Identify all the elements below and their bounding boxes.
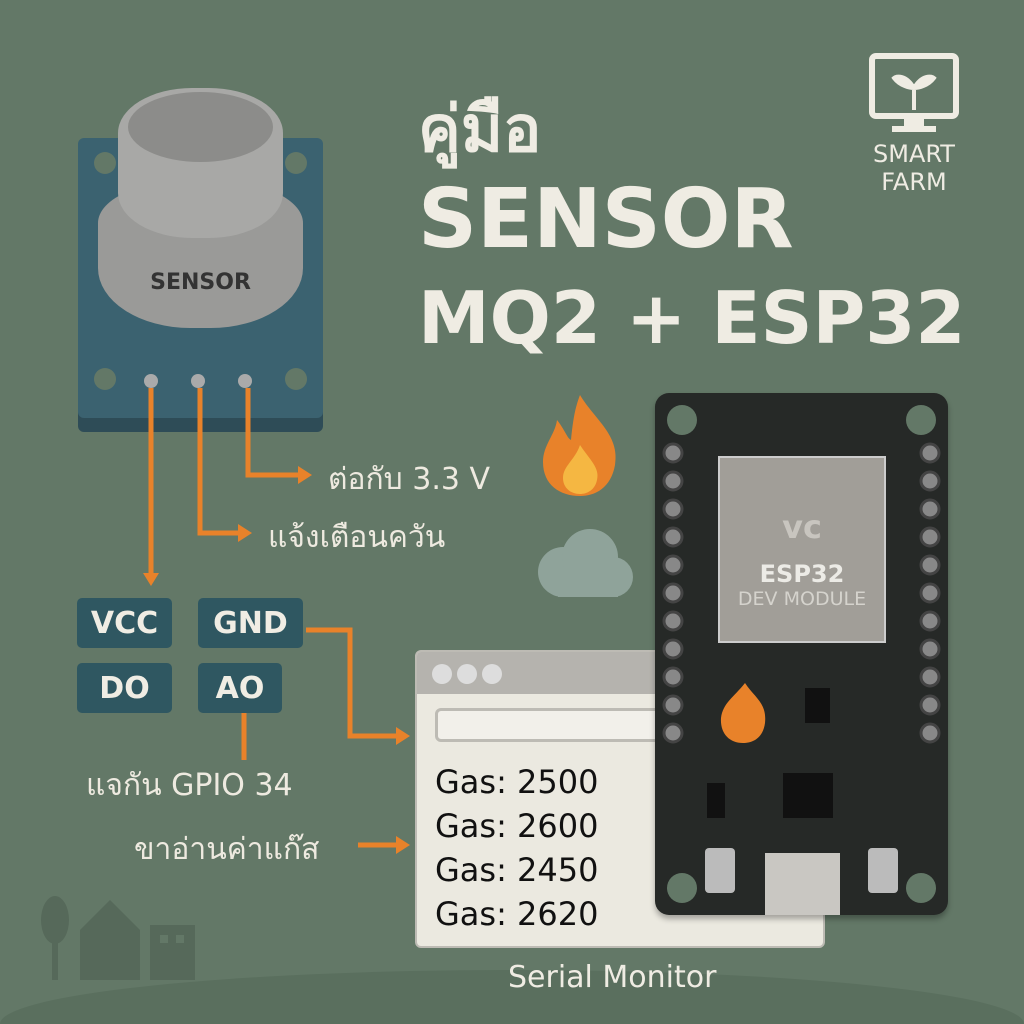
window-dot-icon[interactable] [482, 664, 502, 684]
esp32-board: vc ESP32 DEV MODULE [655, 393, 948, 915]
title-mq2-esp32: MQ2 + ESP32 [418, 276, 966, 360]
serial-monitor-caption: Serial Monitor [508, 960, 717, 995]
logo-text-smart: SMART [873, 140, 955, 168]
esp32-chip: vc ESP32 DEV MODULE [718, 456, 886, 643]
callout-smoke-alert: แจ้งเตือนควัน [268, 520, 446, 555]
chip-sublabel: DEV MODULE [737, 588, 867, 610]
callout-power: ต่อกับ 3.3 V [328, 462, 491, 497]
serial-line: Gas: 2500 [435, 763, 599, 801]
pin-vcc: VCC [77, 598, 172, 648]
callout-read-gas: ขาอ่านค่าแก๊ส [134, 832, 320, 867]
pin-do: DO [77, 663, 172, 713]
logo-text-farm: FARM [881, 168, 947, 196]
smart-farm-logo: SMART FARM [862, 52, 966, 196]
window-dot-icon[interactable] [457, 664, 477, 684]
title-thai: คู่มือ [418, 93, 542, 167]
monitor-sprout-icon [869, 53, 959, 132]
window-dot-icon[interactable] [432, 664, 452, 684]
serial-line: Gas: 2600 [435, 807, 599, 845]
pin-ao: AO [198, 663, 282, 713]
brand-logo: vc [782, 508, 822, 546]
callout-gpio: แจกัน GPIO 34 [86, 768, 293, 803]
pin-gnd: GND [198, 598, 303, 648]
flame-icon [543, 395, 616, 496]
smoke-cloud-icon [538, 529, 633, 597]
title-sensor: SENSOR [418, 172, 794, 267]
serial-line: Gas: 2620 [435, 895, 599, 933]
mq2-sensor-module: SENSOR [78, 88, 323, 418]
chip-label: ESP32 [759, 560, 845, 588]
sensor-label: SENSOR [150, 270, 251, 295]
village-silhouette-icon [41, 896, 195, 980]
serial-line: Gas: 2450 [435, 851, 599, 889]
